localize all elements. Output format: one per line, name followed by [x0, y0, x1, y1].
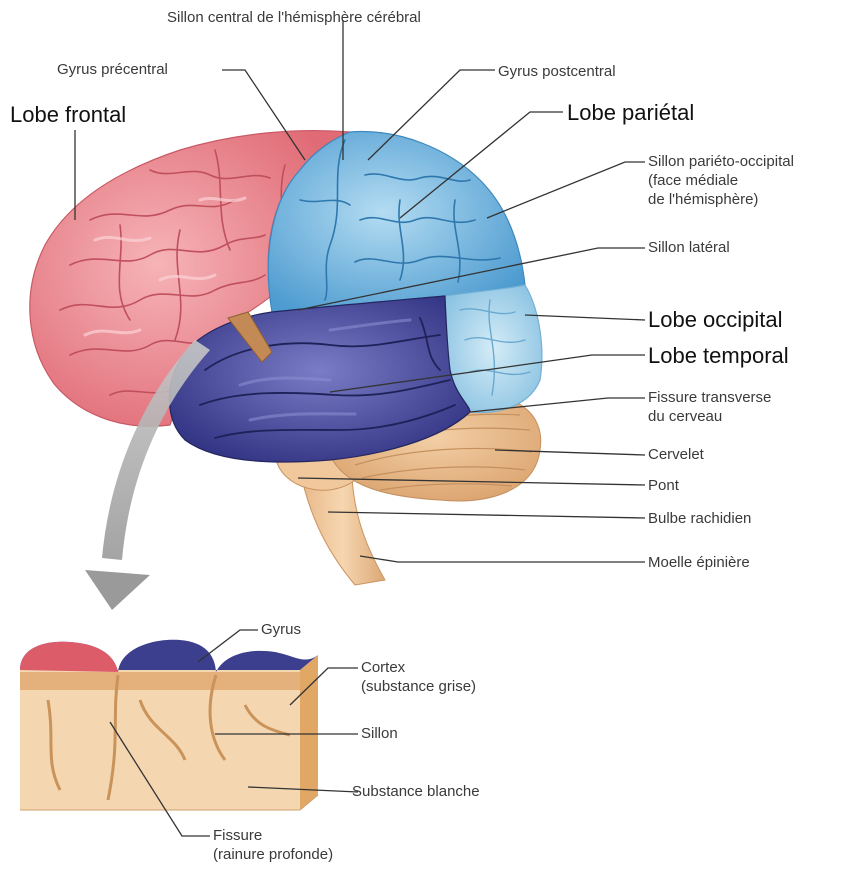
label-gyrus: Gyrus [261, 620, 301, 639]
zoom-arrow-head [85, 570, 150, 610]
label-gyrus-precentral: Gyrus précentral [57, 60, 168, 79]
label-cortex: Cortex (substance grise) [361, 658, 476, 696]
label-fissure: Fissure (rainure profonde) [213, 826, 333, 864]
label-gyrus-postcentral: Gyrus postcentral [498, 62, 616, 81]
label-sillon-parieto-line1: Sillon pariéto-occipital [648, 152, 794, 171]
label-fissure-line2: (rainure profonde) [213, 845, 333, 864]
label-fissure-transverse: Fissure transverse du cerveau [648, 388, 771, 426]
label-sillon-lateral: Sillon latéral [648, 238, 730, 257]
label-cortex-line1: Cortex [361, 658, 476, 677]
label-sillon-central: Sillon central de l'hémisphère cérébral [167, 8, 421, 27]
label-lobe-parietal: Lobe pariétal [567, 100, 694, 126]
label-moelle-epiniere: Moelle épinière [648, 553, 750, 572]
label-lobe-frontal: Lobe frontal [10, 102, 126, 128]
label-sillon: Sillon [361, 724, 398, 743]
label-cervelet: Cervelet [648, 445, 704, 464]
label-fissure-transverse-line1: Fissure transverse [648, 388, 771, 407]
label-cortex-line2: (substance grise) [361, 677, 476, 696]
label-sillon-parieto-line3: de l'hémisphère) [648, 190, 794, 209]
label-sillon-parieto-line2: (face médiale [648, 171, 794, 190]
label-substance-blanche: Substance blanche [352, 782, 480, 801]
label-pont: Pont [648, 476, 679, 495]
label-sillon-parieto-occipital: Sillon pariéto-occipital (face médiale d… [648, 152, 794, 209]
label-bulbe-rachidien: Bulbe rachidien [648, 509, 751, 528]
label-fissure-line1: Fissure [213, 826, 333, 845]
label-fissure-transverse-line2: du cerveau [648, 407, 771, 426]
label-lobe-temporal: Lobe temporal [648, 343, 789, 369]
cortex-block [20, 640, 318, 810]
label-lobe-occipital: Lobe occipital [648, 307, 783, 333]
